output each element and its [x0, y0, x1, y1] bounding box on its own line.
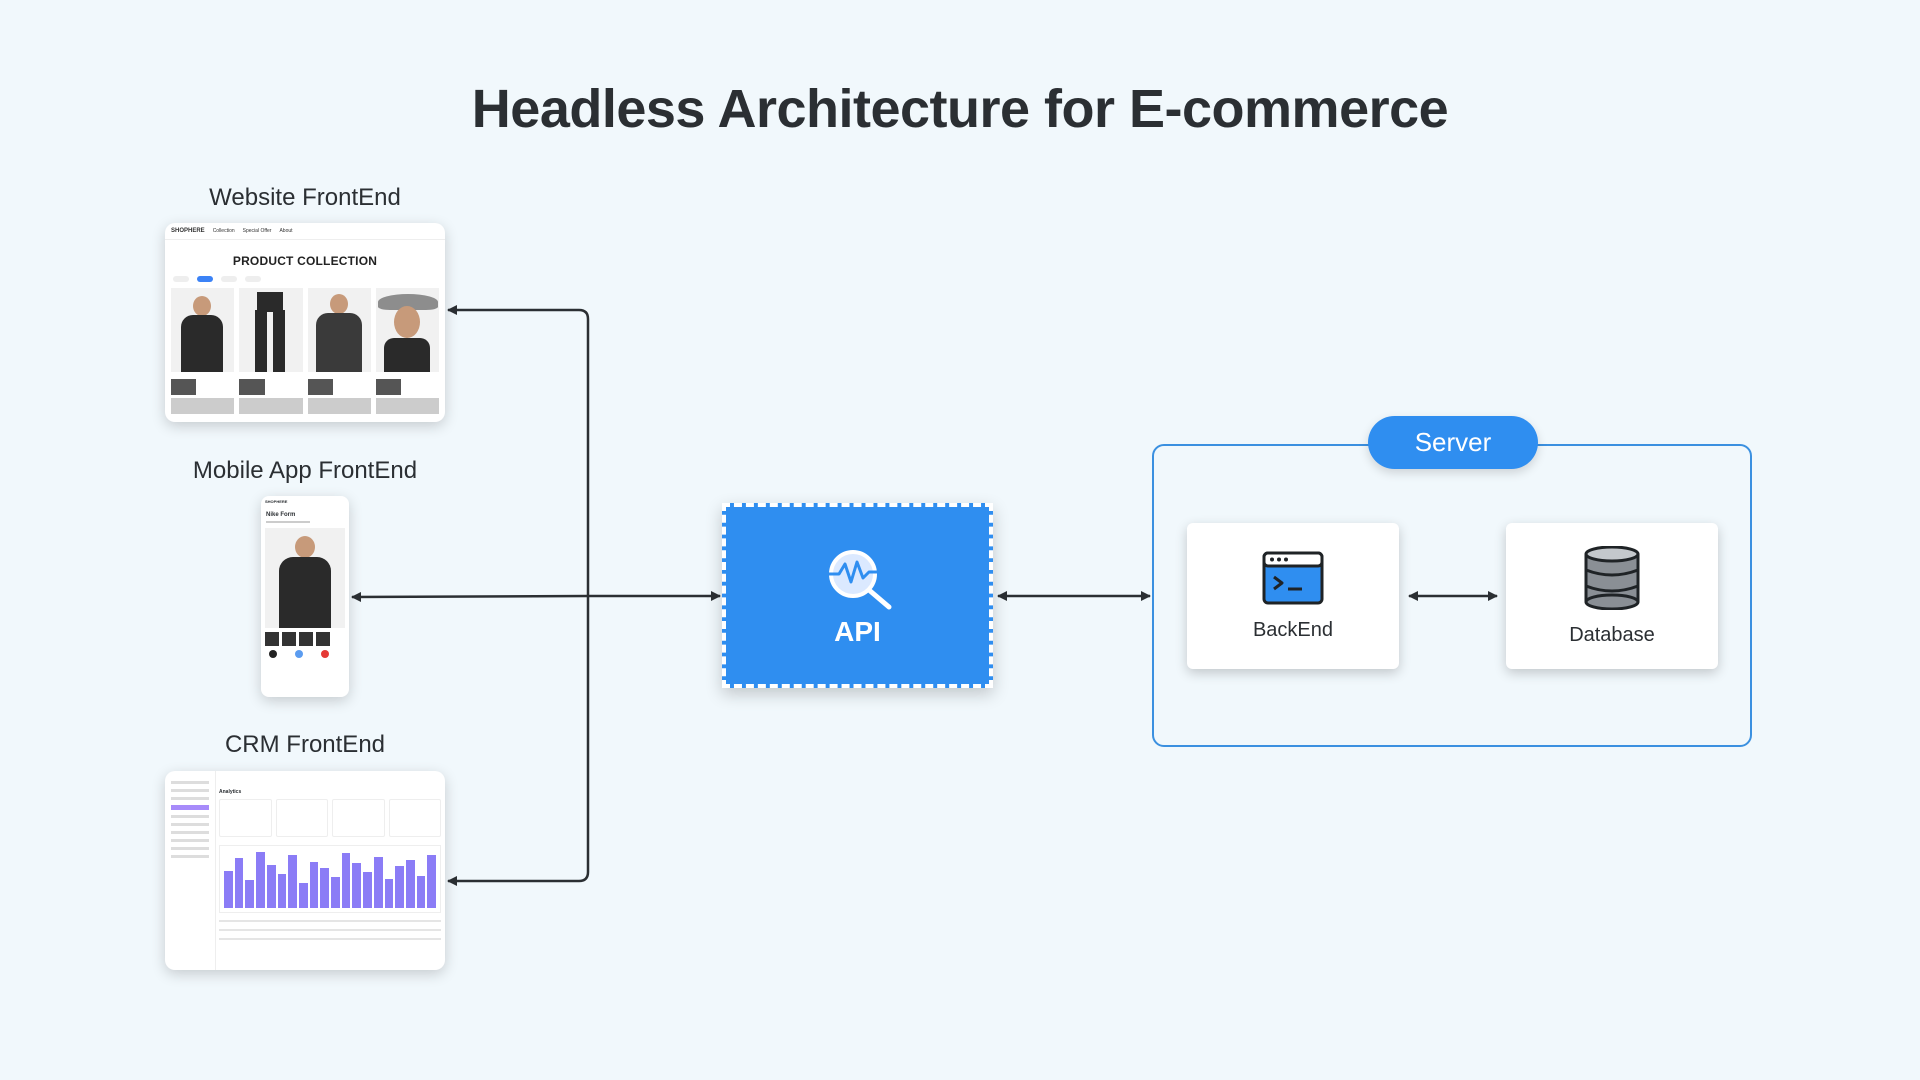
- crm-bar: [373, 857, 383, 908]
- database-label: Database: [1569, 623, 1655, 646]
- website-frontend-preview: SHOPHERE Collection Special Offer About …: [165, 223, 445, 422]
- crm-bar: [405, 859, 415, 908]
- filter-chip: [245, 276, 261, 282]
- mobile-product-title: Nike Form: [266, 512, 296, 518]
- crm-bar: [234, 858, 244, 908]
- mobile-thumbnails: [265, 632, 345, 646]
- website-filters: [173, 276, 437, 282]
- mobile-product-image: [265, 528, 345, 628]
- connector-crm: [447, 596, 590, 886]
- color-swatch: [269, 650, 277, 658]
- website-nav-item: Special Offer: [242, 228, 272, 234]
- diagram-title: Headless Architecture for E-commerce: [471, 79, 1449, 139]
- database-node: Database: [1506, 523, 1718, 669]
- crm-bar: [298, 883, 308, 908]
- website-logo: SHOPHERE: [171, 228, 205, 234]
- backend-label: BackEnd: [1252, 618, 1334, 641]
- crm-sidebar: [165, 771, 216, 970]
- crm-bar: [352, 863, 362, 908]
- crm-bar: [266, 864, 276, 908]
- mobile-frontend-label: Mobile App FrontEnd: [192, 457, 418, 484]
- crm-bar: [288, 855, 297, 908]
- crm-frontend-preview: Analytics: [165, 771, 445, 970]
- crm-bar: [331, 877, 340, 908]
- database-icon: [1584, 545, 1640, 610]
- api-label: API: [834, 615, 881, 647]
- website-nav-item: Collection: [212, 228, 235, 234]
- api-monitor-icon: [822, 549, 891, 609]
- server-label: Server: [1368, 416, 1538, 469]
- website-nav: SHOPHERE Collection Special Offer About: [165, 223, 445, 240]
- terminal-window-icon: [1262, 551, 1324, 604]
- crm-bar: [309, 861, 319, 908]
- crm-kpi-cards: [219, 799, 441, 837]
- mobile-logo: SHOPHERE: [265, 498, 288, 504]
- website-nav-item: About: [279, 228, 293, 234]
- connector-website: [447, 305, 590, 596]
- crm-bar: [245, 880, 255, 908]
- crm-section-title: Analytics: [219, 789, 242, 795]
- website-frontend-label: Website FrontEnd: [209, 184, 401, 211]
- crm-bar: [341, 853, 351, 908]
- crm-orders-table: [219, 920, 441, 940]
- product-image: [307, 288, 371, 372]
- filter-chip: [221, 276, 237, 282]
- crm-main: Analytics: [219, 775, 441, 966]
- crm-bar: [320, 867, 330, 908]
- crm-bar: [395, 865, 404, 908]
- crm-bar: [363, 872, 372, 908]
- filter-chip: [197, 276, 213, 282]
- crm-bar: [277, 873, 287, 908]
- color-swatch: [295, 650, 303, 658]
- api-node: API: [722, 503, 993, 688]
- product-image: [239, 288, 303, 372]
- product-image: [171, 288, 235, 372]
- color-swatch: [321, 650, 329, 658]
- crm-frontend-label: CRM FrontEnd: [224, 731, 386, 758]
- crm-bar: [256, 852, 265, 908]
- crm-bar: [416, 875, 426, 908]
- website-product-grid: [171, 288, 439, 372]
- product-image: [375, 288, 439, 372]
- mobile-color-swatches: [269, 650, 341, 658]
- crm-bar: [224, 870, 233, 908]
- website-product-meta: [171, 376, 439, 414]
- backend-node: BackEnd: [1187, 523, 1399, 669]
- crm-bar: [384, 879, 394, 908]
- mobile-frontend-preview: SHOPHERE Nike Form: [261, 496, 349, 697]
- crm-sales-chart: [219, 845, 441, 913]
- crm-bar: [427, 854, 437, 908]
- website-heading: PRODUCT COLLECTION: [232, 254, 378, 268]
- filter-chip: [173, 276, 189, 282]
- connector-mobile: [351, 591, 589, 602]
